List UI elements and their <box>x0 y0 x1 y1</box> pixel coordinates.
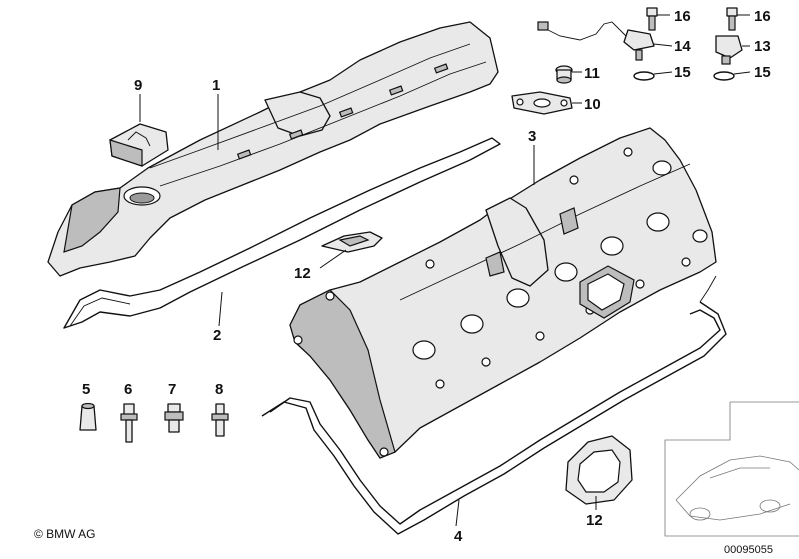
callout-16-a: 16 <box>674 8 691 25</box>
callout-15-b: 15 <box>754 64 771 81</box>
part-3-cylinder-head-cover <box>289 127 717 459</box>
part-11-plug <box>555 65 573 84</box>
callout-12-lower: 12 <box>586 512 603 529</box>
part-9-oil-filler-cap <box>109 123 169 167</box>
part-2-gasket <box>63 137 501 329</box>
callout-10: 10 <box>584 96 601 113</box>
part-16-screw-b <box>726 7 738 31</box>
callout-8: 8 <box>215 381 223 398</box>
callout-2: 2 <box>213 327 221 344</box>
callout-5: 5 <box>82 381 90 398</box>
callout-15-a: 15 <box>674 64 691 81</box>
callout-12-upper: 12 <box>294 265 311 282</box>
part-12-seal-lower <box>565 435 633 505</box>
callout-6: 6 <box>124 381 132 398</box>
callout-16-b: 16 <box>754 8 771 25</box>
callout-13: 13 <box>754 38 771 55</box>
part-1-engine-cover <box>47 21 499 277</box>
part-16-screw-a <box>646 7 658 31</box>
part-6-stud-bolt <box>120 403 138 443</box>
part-10-seal-plate <box>511 91 573 115</box>
part-7-grommet-bolt <box>164 403 184 433</box>
part-14-camshaft-sensor <box>537 21 655 61</box>
part-15-o-ring-b <box>713 71 735 81</box>
callout-11: 11 <box>584 65 600 82</box>
part-5-bushing <box>79 402 97 431</box>
callout-9: 9 <box>134 77 142 94</box>
diagram-number: 00095055 <box>724 544 773 556</box>
part-13-sensor <box>715 35 743 65</box>
part-4-gasket <box>261 275 727 535</box>
leader-lines <box>139 14 751 527</box>
part-15-o-ring-a <box>633 71 655 81</box>
callout-7: 7 <box>168 381 176 398</box>
vehicle-location-thumbnail <box>664 401 799 537</box>
callout-labels: 1 2 3 4 5 6 7 8 9 10 11 12 12 13 14 15 1… <box>82 8 771 545</box>
copyright-text: © BMW AG <box>34 527 96 541</box>
callout-3: 3 <box>528 128 536 145</box>
callout-4: 4 <box>454 528 463 545</box>
part-12-seal-upper <box>321 231 383 253</box>
callout-1: 1 <box>212 77 220 94</box>
callout-14: 14 <box>674 38 691 55</box>
part-8-bolt <box>211 403 229 437</box>
